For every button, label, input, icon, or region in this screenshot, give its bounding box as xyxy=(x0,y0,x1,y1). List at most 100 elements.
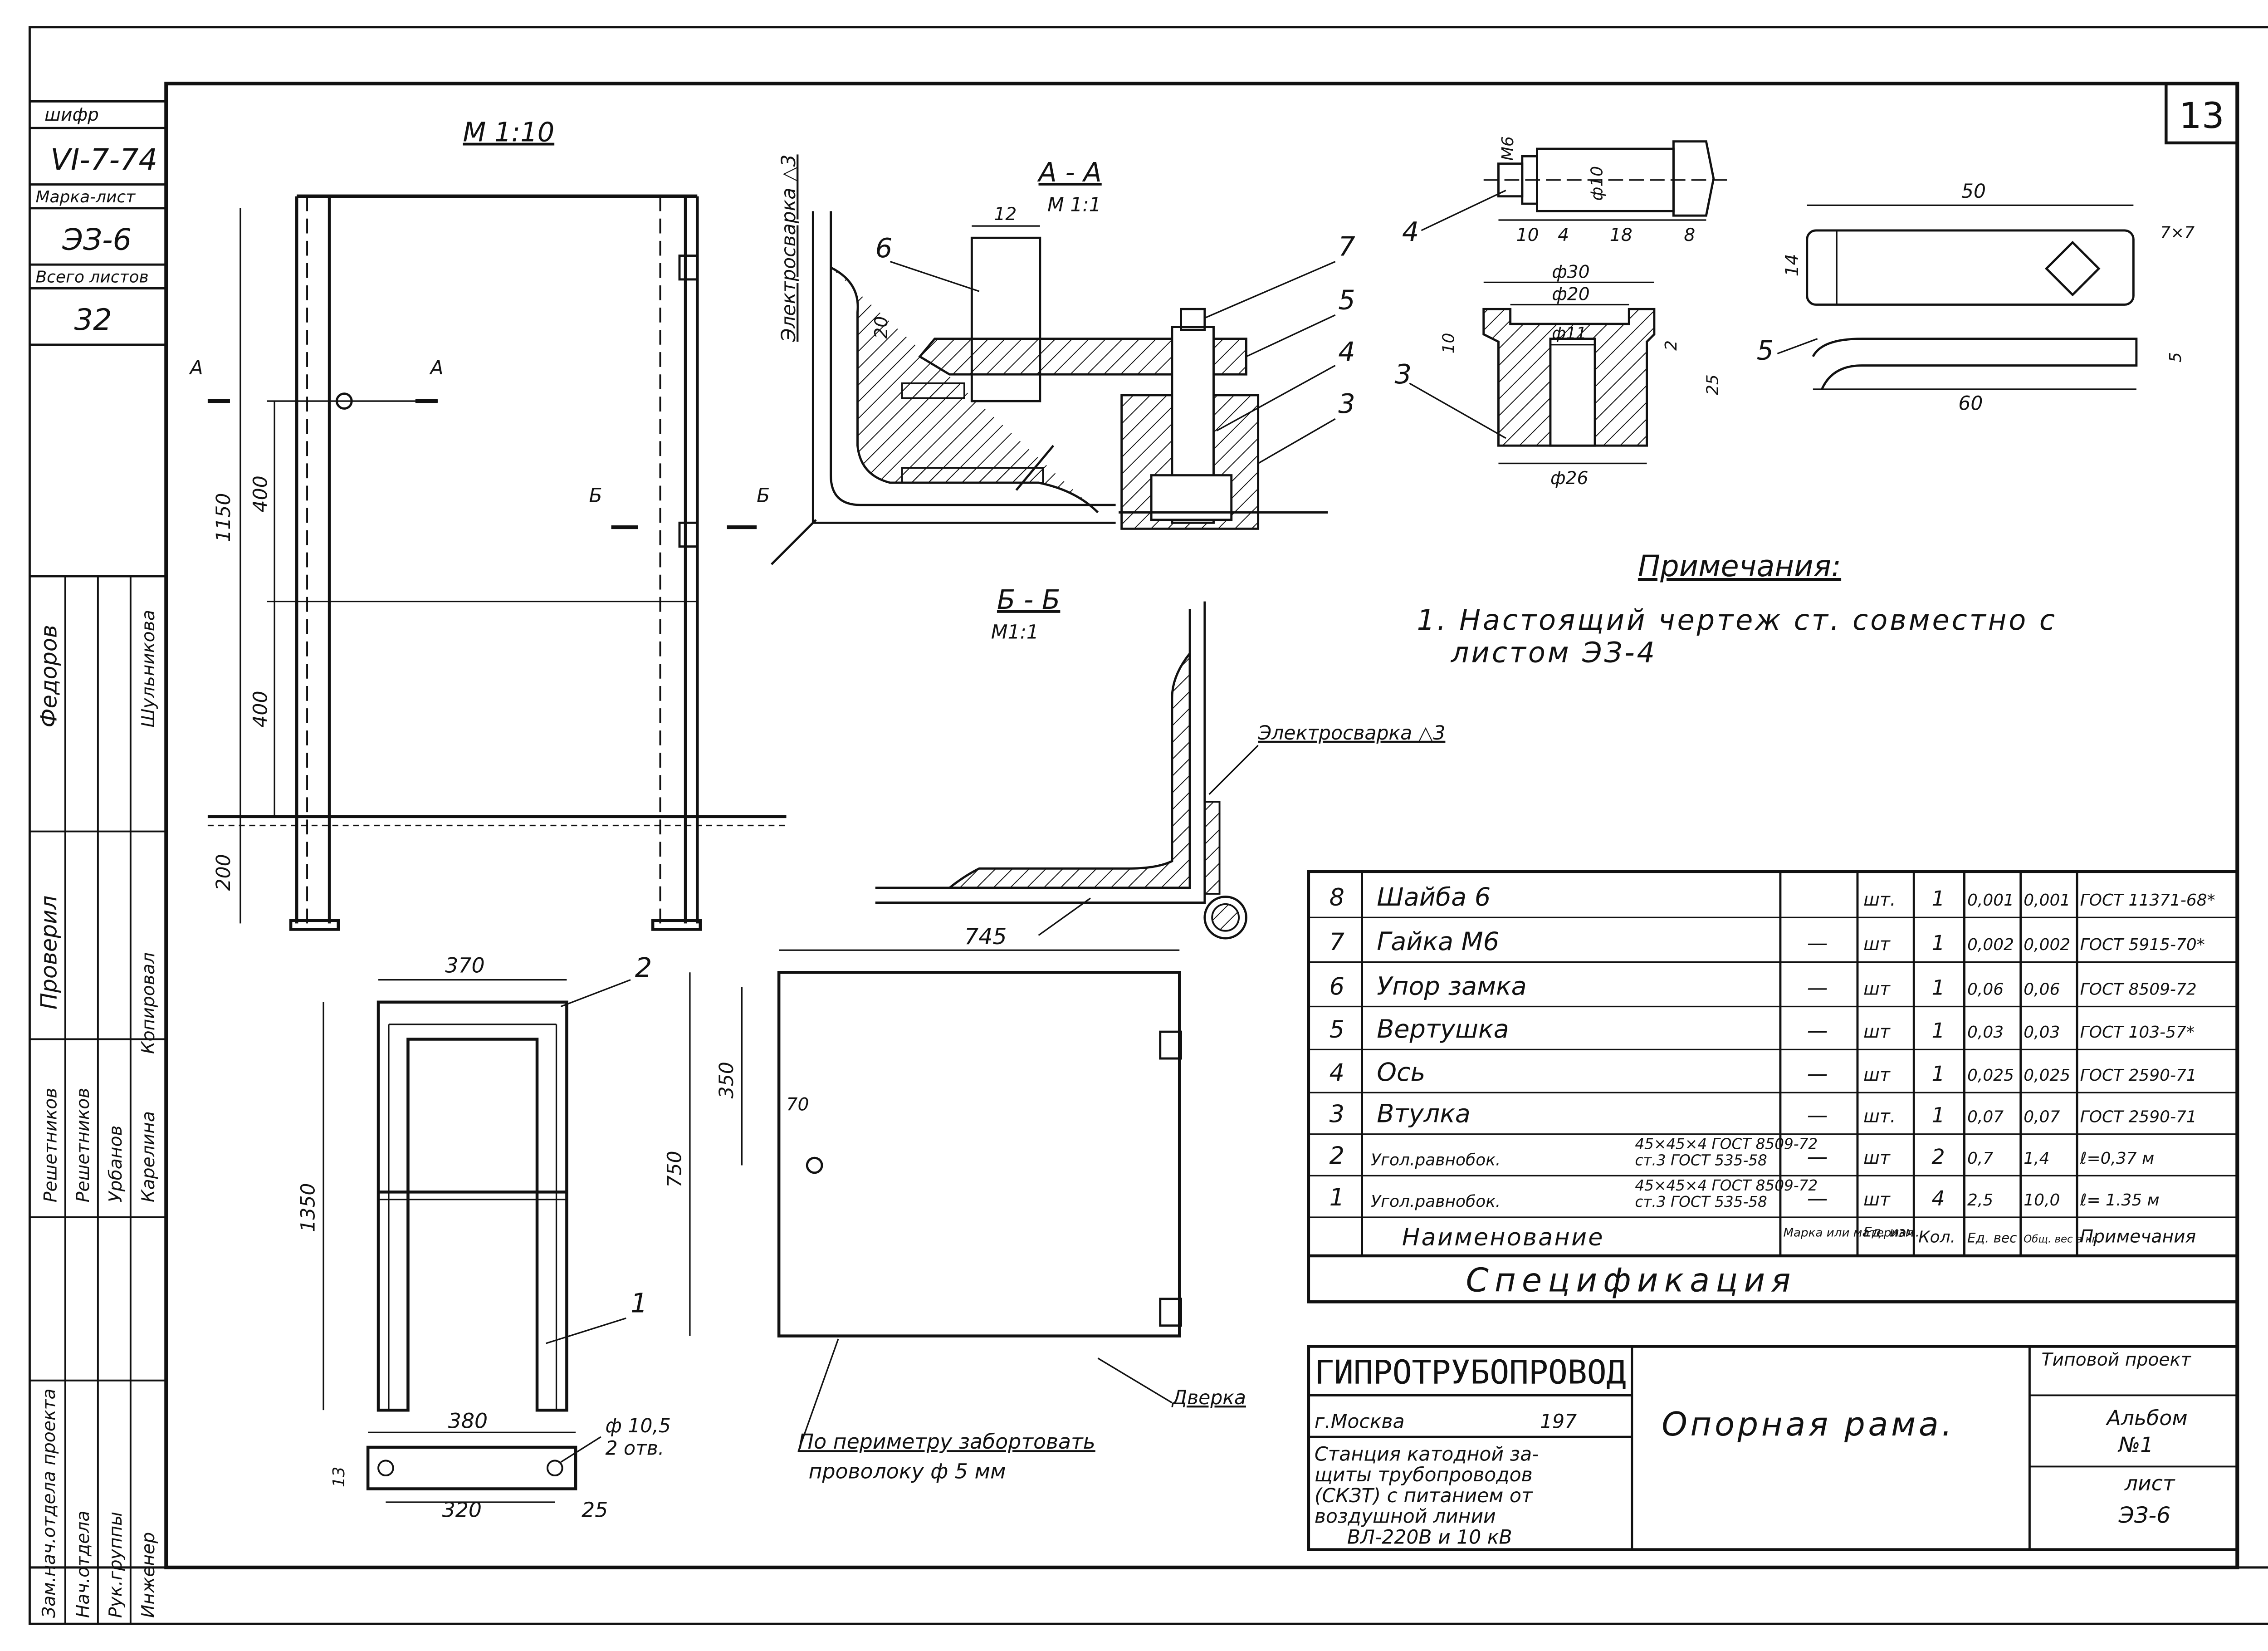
spec-cell-pos: 8 xyxy=(1330,884,1344,911)
cut-a-right: А xyxy=(429,357,444,379)
spec-header-mark: Марка или материал xyxy=(1783,1226,1914,1239)
spec-cell-pos: 5 xyxy=(1330,1016,1344,1044)
spec-cell-unit: шт xyxy=(1863,1065,1891,1085)
project-line-3: (СКЗТ) с питанием от xyxy=(1315,1485,1533,1507)
dim-320: 320 xyxy=(442,1498,482,1522)
spec-cell-w1: 0,002 xyxy=(1967,936,2014,954)
spec-cell-w2: 0,03 xyxy=(2024,1023,2060,1042)
spec-cell-unit: шт xyxy=(1863,979,1891,999)
spec-cell-unit: шт. xyxy=(1863,1107,1896,1127)
spec-cell-note: ℓ= 1.35 м xyxy=(2080,1191,2160,1210)
section-aa-title: А - А xyxy=(1037,157,1102,188)
spec-cell-w1: 0,001 xyxy=(1967,891,2014,910)
spec-cell-note: ГОСТ 2590-71 xyxy=(2080,1066,2197,1085)
dim-70: 70 xyxy=(786,1094,809,1115)
latch-50: 50 xyxy=(1961,181,1986,203)
role-deputy-head: Зам.нач.отдела проекта xyxy=(39,1388,59,1618)
dim-370: 370 xyxy=(445,953,484,977)
label-checked: Проверил xyxy=(35,896,62,1009)
callout-4-aa: 4 xyxy=(1338,336,1355,367)
spec-cell-sub2: ст.3 ГОСТ 535-58 xyxy=(1635,1193,1767,1210)
spec-cell-mark: — xyxy=(1807,931,1828,955)
spec-cell-w1: 0,06 xyxy=(1967,980,2004,999)
spec-cell-pos: 7 xyxy=(1330,928,1344,956)
total-sheets-label: Всего листов xyxy=(35,268,148,286)
axle-8: 8 xyxy=(1684,225,1695,245)
sheet-number-box xyxy=(2165,82,2239,145)
spec-grid xyxy=(1308,871,2238,1256)
section-aa-scale: М 1:1 xyxy=(1047,194,1101,216)
spec-cell-unit: шт xyxy=(1863,934,1891,955)
spec-cell-pos: 1 xyxy=(1330,1184,1344,1211)
spec-cell-note: ГОСТ 5915-70* xyxy=(2080,936,2205,954)
spec-cell-sub2: ст.3 ГОСТ 535-58 xyxy=(1635,1152,1767,1169)
total-sheets-value: 32 xyxy=(74,303,112,337)
cut-b-right: Б xyxy=(757,485,770,507)
dim-20: 20 xyxy=(871,316,892,339)
bush-d26: ф26 xyxy=(1550,468,1588,489)
bush-25: 25 xyxy=(1704,374,1722,395)
spec-cell-name: Угол.равнобок. xyxy=(1371,1151,1501,1170)
spec-title: Спецификация xyxy=(1466,1261,1797,1299)
door-label: Дверка xyxy=(1171,1387,1246,1409)
spec-header-name: Наименование xyxy=(1402,1224,1604,1251)
spec-cell-name: Втулка xyxy=(1377,1099,1471,1129)
name-fedorov: Федоров xyxy=(35,625,62,727)
note-1-cont: листом ЭЗ-4 xyxy=(1451,636,1657,669)
role-engineer: Инженер xyxy=(138,1532,159,1618)
outer-frame xyxy=(28,26,2268,1625)
section-bb-scale: М1:1 xyxy=(991,621,1039,643)
spec-cell-mark: — xyxy=(1807,1061,1828,1086)
callout-7: 7 xyxy=(1338,231,1355,262)
latch-7x7: 7×7 xyxy=(2160,223,2195,242)
frame-scale: М 1:10 xyxy=(463,117,554,148)
callout-5-aa: 5 xyxy=(1338,284,1355,315)
drawing-title: Опорная рама. xyxy=(1662,1405,1955,1443)
section-bb-title: Б - Б xyxy=(997,584,1060,615)
role-group-lead: Рук.группы xyxy=(106,1512,126,1618)
spec-cell-note: ГОСТ 103-57* xyxy=(2080,1023,2195,1042)
frame-front-view: 370 1350 380 320 25 13 ф 10,5 2 отв. xyxy=(297,953,671,1522)
spec-cell-w2: 0,025 xyxy=(2024,1066,2070,1085)
spec-cell-name: Ось xyxy=(1377,1058,1425,1087)
spec-cell-name: Упор замка xyxy=(1377,971,1526,1001)
latch-5: 5 xyxy=(2166,352,2185,363)
spec-cell-pos: 3 xyxy=(1330,1101,1344,1128)
spec-header-total-weight: Общ. вес в кг xyxy=(2024,1234,2097,1245)
hole-note: ф 10,5 xyxy=(605,1415,670,1437)
spec-cell-unit: шт xyxy=(1863,1190,1891,1210)
dim-25: 25 xyxy=(582,1498,608,1522)
name-reshetnikov-2: Решетников xyxy=(73,1088,93,1203)
section-aa: А - А М 1:1 Электросварка △3 12 20 xyxy=(771,154,1328,565)
callout-2: 2 xyxy=(635,952,652,983)
callout-5-detail: 5 xyxy=(1757,334,1774,366)
axle-d10: ф10 xyxy=(1588,166,1606,201)
dim-12: 12 xyxy=(994,204,1017,225)
spec-cell-name: Шайба 6 xyxy=(1377,882,1491,912)
title-block: ГИПРОТРУБОПРОВОД г.Москва 197 Станция ка… xyxy=(1307,1345,2239,1551)
door-view: 745 350 750 70 Дверка По периметру забор… xyxy=(664,923,1246,1483)
sheet-label: лист xyxy=(2124,1471,2175,1495)
wire-note: По периметру забортовать xyxy=(798,1429,1095,1454)
album-label: Альбом xyxy=(2105,1406,2187,1430)
sheet-code: ЭЗ-6 xyxy=(2118,1502,2171,1529)
spec-cell-unit: шт xyxy=(1863,1148,1891,1168)
dim-400-lower: 400 xyxy=(250,691,272,728)
spec-cell-w1: 0,03 xyxy=(1967,1023,2004,1042)
spec-cell-sub1: 45×45×4 ГОСТ 8509-72 xyxy=(1635,1177,1818,1194)
notes-title: Примечания: xyxy=(1638,549,1841,583)
notes: Примечания: 1. Настоящий чертеж ст. совм… xyxy=(1417,549,2055,669)
cut-a-left: А xyxy=(189,357,203,379)
name-reshetnikov-1: Решетников xyxy=(40,1088,61,1203)
dim-200: 200 xyxy=(213,854,235,891)
spec-cell-w2: 0,07 xyxy=(2024,1108,2060,1127)
spec-cell-w2: 10,0 xyxy=(2024,1191,2060,1210)
weld-label-aa: Электросварка △3 xyxy=(778,154,800,342)
spec-cell-qty: 1 xyxy=(1932,886,1945,911)
album-number: №1 xyxy=(2117,1432,2154,1457)
label-copied: Копировал xyxy=(138,952,159,1054)
spec-cell-sub1: 45×45×4 ГОСТ 8509-72 xyxy=(1635,1136,1818,1153)
wire-note-2: проволоку ф 5 мм xyxy=(809,1459,1006,1484)
